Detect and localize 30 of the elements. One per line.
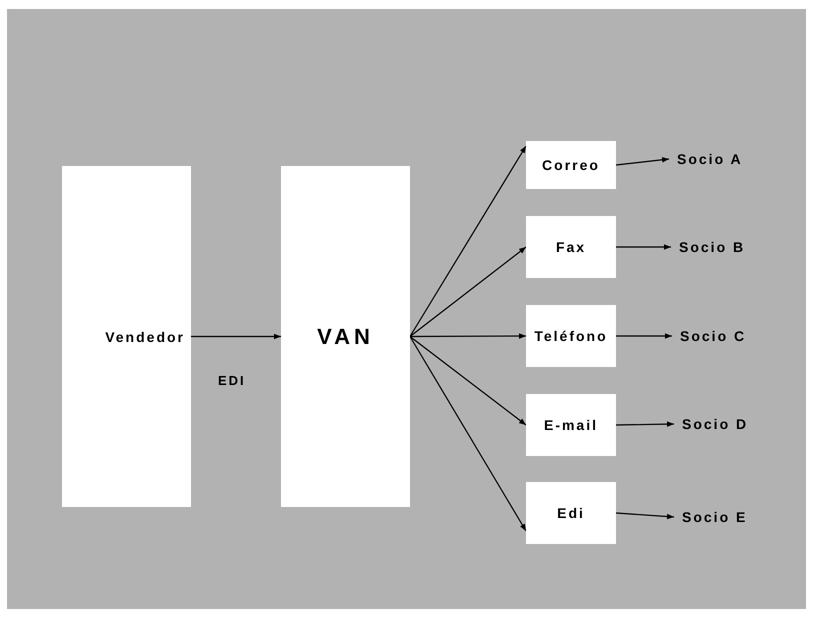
process-box [526,305,616,367]
partner-label: Socio A [677,147,777,171]
arrow [616,157,670,166]
partner-label: Socio D [682,412,782,436]
arrow [410,336,526,426]
process-box [526,482,616,544]
node-label: Edi [557,505,585,521]
arrow [409,336,527,532]
process-box [281,166,410,507]
arrow [409,146,527,337]
process-box [526,216,616,278]
node-label: VAN [317,324,374,350]
node-label: E-mail [544,417,598,433]
node-label: Teléfono [534,328,608,344]
arrow [191,334,281,340]
process-box [526,394,616,456]
arrow [616,244,671,250]
arrow [616,333,672,339]
node-label: Vendedor [105,328,185,344]
arrow [410,333,526,339]
arrow [410,246,526,337]
node-label: Fax [556,239,586,255]
node-label: Correo [542,157,600,173]
partner-label: Socio E [682,505,782,529]
partner-label: Socio B [679,235,779,259]
partner-label: Socio C [680,324,780,348]
process-box [526,141,616,189]
process-box [62,166,191,507]
arrow [616,421,674,427]
arrow [616,512,674,520]
